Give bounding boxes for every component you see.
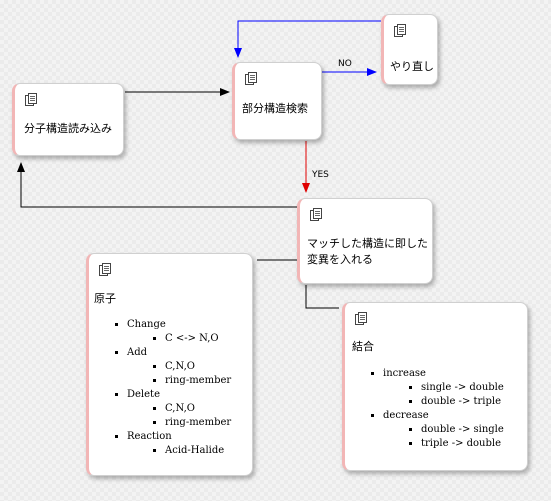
edge-retry-to-search [234, 20, 381, 58]
node-atom[interactable]: 原子 Change C <-> N,O Add C,N,O ring-membe… [86, 253, 253, 476]
node-load-label: 分子構造読み込み [24, 122, 112, 135]
list-item-label: Add [127, 347, 148, 358]
list-item: Delete C,N,O ring-member [127, 388, 231, 430]
list-item: Reaction Acid-Halide [127, 430, 231, 458]
document-icon [394, 24, 406, 37]
list-subitem: double -> triple [421, 395, 504, 409]
node-load-molecule[interactable]: 分子構造読み込み [12, 83, 124, 156]
node-atom-title: 原子 [94, 292, 116, 305]
list-subitem-label: C <-> N,O [165, 333, 219, 344]
bond-operation-list: increase single -> double double -> trip… [345, 367, 504, 451]
list-item-label: increase [383, 368, 426, 379]
list-item: decrease double -> single triple -> doub… [383, 409, 504, 451]
list-subitem-label: triple -> double [421, 438, 502, 449]
node-retry-label: やり直し [390, 60, 434, 73]
list-subitem-label: double -> triple [421, 396, 502, 407]
list-item-label: Change [127, 319, 166, 330]
list-subitem-label: ring-member [165, 417, 232, 428]
node-bond-title: 結合 [352, 340, 374, 353]
list-subitem-label: C,N,O [165, 403, 195, 414]
list-item: Add C,N,O ring-member [127, 346, 231, 388]
list-subitem: ring-member [165, 416, 231, 430]
list-subitem: triple -> double [421, 437, 504, 451]
list-subitem-label: single -> double [421, 382, 504, 393]
list-item-label: Reaction [127, 431, 172, 442]
edge-label-no: NO [338, 59, 352, 69]
node-retry[interactable]: やり直し [381, 14, 438, 85]
list-subitem-label: Acid-Halide [165, 445, 225, 456]
list-subitem-label: ring-member [165, 375, 232, 386]
node-search-label: 部分構造検索 [242, 102, 308, 115]
node-bond[interactable]: 結合 increase single -> double double -> t… [342, 302, 528, 471]
node-apply-label-line2: 変異を入れる [307, 253, 373, 266]
document-icon [245, 72, 257, 85]
document-icon [25, 93, 37, 106]
document-icon [355, 312, 367, 325]
document-icon [310, 208, 322, 221]
list-subitem: C <-> N,O [165, 332, 231, 346]
list-item: Change C <-> N,O [127, 318, 231, 346]
document-icon [99, 263, 111, 276]
list-item-label: decrease [383, 410, 429, 421]
list-subitem-label: double -> single [421, 424, 504, 435]
list-item: increase single -> double double -> trip… [383, 367, 504, 409]
node-apply-mutation[interactable]: マッチした構造に即した 変異を入れる [297, 198, 433, 284]
list-subitem: ring-member [165, 374, 231, 388]
list-subitem: Acid-Halide [165, 444, 231, 458]
node-apply-label-line1: マッチした構造に即した [307, 237, 428, 250]
edge-apply-to-load [17, 162, 297, 208]
list-subitem: C,N,O [165, 360, 231, 374]
list-subitem: double -> single [421, 423, 504, 437]
list-subitem: single -> double [421, 381, 504, 395]
edge-apply-to-bond [305, 285, 339, 309]
list-item-label: Delete [127, 389, 160, 400]
node-substructure-search[interactable]: 部分構造検索 [232, 62, 322, 140]
edge-label-yes: YES [312, 170, 329, 180]
atom-operation-list: Change C <-> N,O Add C,N,O ring-member D… [89, 318, 231, 458]
list-subitem: C,N,O [165, 402, 231, 416]
list-subitem-label: C,N,O [165, 361, 195, 372]
